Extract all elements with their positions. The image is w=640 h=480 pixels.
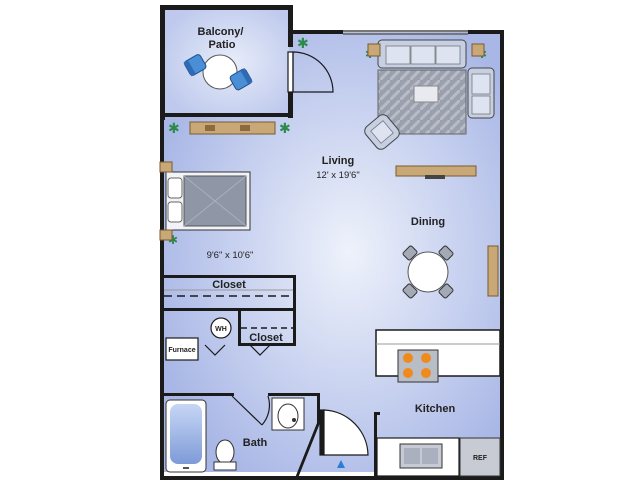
dining-set <box>402 245 499 299</box>
living-furniture <box>364 39 495 179</box>
svg-text:✱: ✱ <box>297 35 309 51</box>
room-dimensions-bedroom: 9'6" x 10'6" <box>207 250 254 261</box>
room-label-living: Living <box>322 155 354 167</box>
svg-text:✱: ✱ <box>168 120 180 136</box>
bath-fixtures <box>165 397 305 473</box>
svg-text:✱: ✱ <box>168 233 178 247</box>
exterior-walls <box>160 5 504 480</box>
closet-shelving <box>164 289 293 329</box>
room-label-kitchen: Kitchen <box>415 403 456 415</box>
balcony-furniture <box>183 54 276 135</box>
fixture-label-furnace: Furnace <box>168 347 195 354</box>
room-label-closet-small: Closet <box>249 332 283 344</box>
interior-walls <box>164 275 380 478</box>
fixture-label-refrigerator: REF <box>473 455 488 462</box>
room-label-bath: Bath <box>243 437 268 449</box>
room-label-balcony: Balcony/ Patio <box>198 26 247 51</box>
utility-fixtures <box>165 317 232 361</box>
kitchen-counter <box>375 329 501 477</box>
room-dimensions-living: 12' x 19'6" <box>316 170 359 181</box>
balcony-line-1: Balcony/ <box>198 26 244 38</box>
bed <box>159 161 251 241</box>
room-label-closet-hall: Closet <box>212 279 246 291</box>
balcony-line-2: Patio <box>209 39 236 51</box>
entry-arrow-icon <box>337 460 345 468</box>
room-label-dining: Dining <box>411 216 445 228</box>
fixture-label-water-heater: WH <box>215 326 227 333</box>
svg-text:✱: ✱ <box>279 120 291 136</box>
doors <box>204 51 369 456</box>
